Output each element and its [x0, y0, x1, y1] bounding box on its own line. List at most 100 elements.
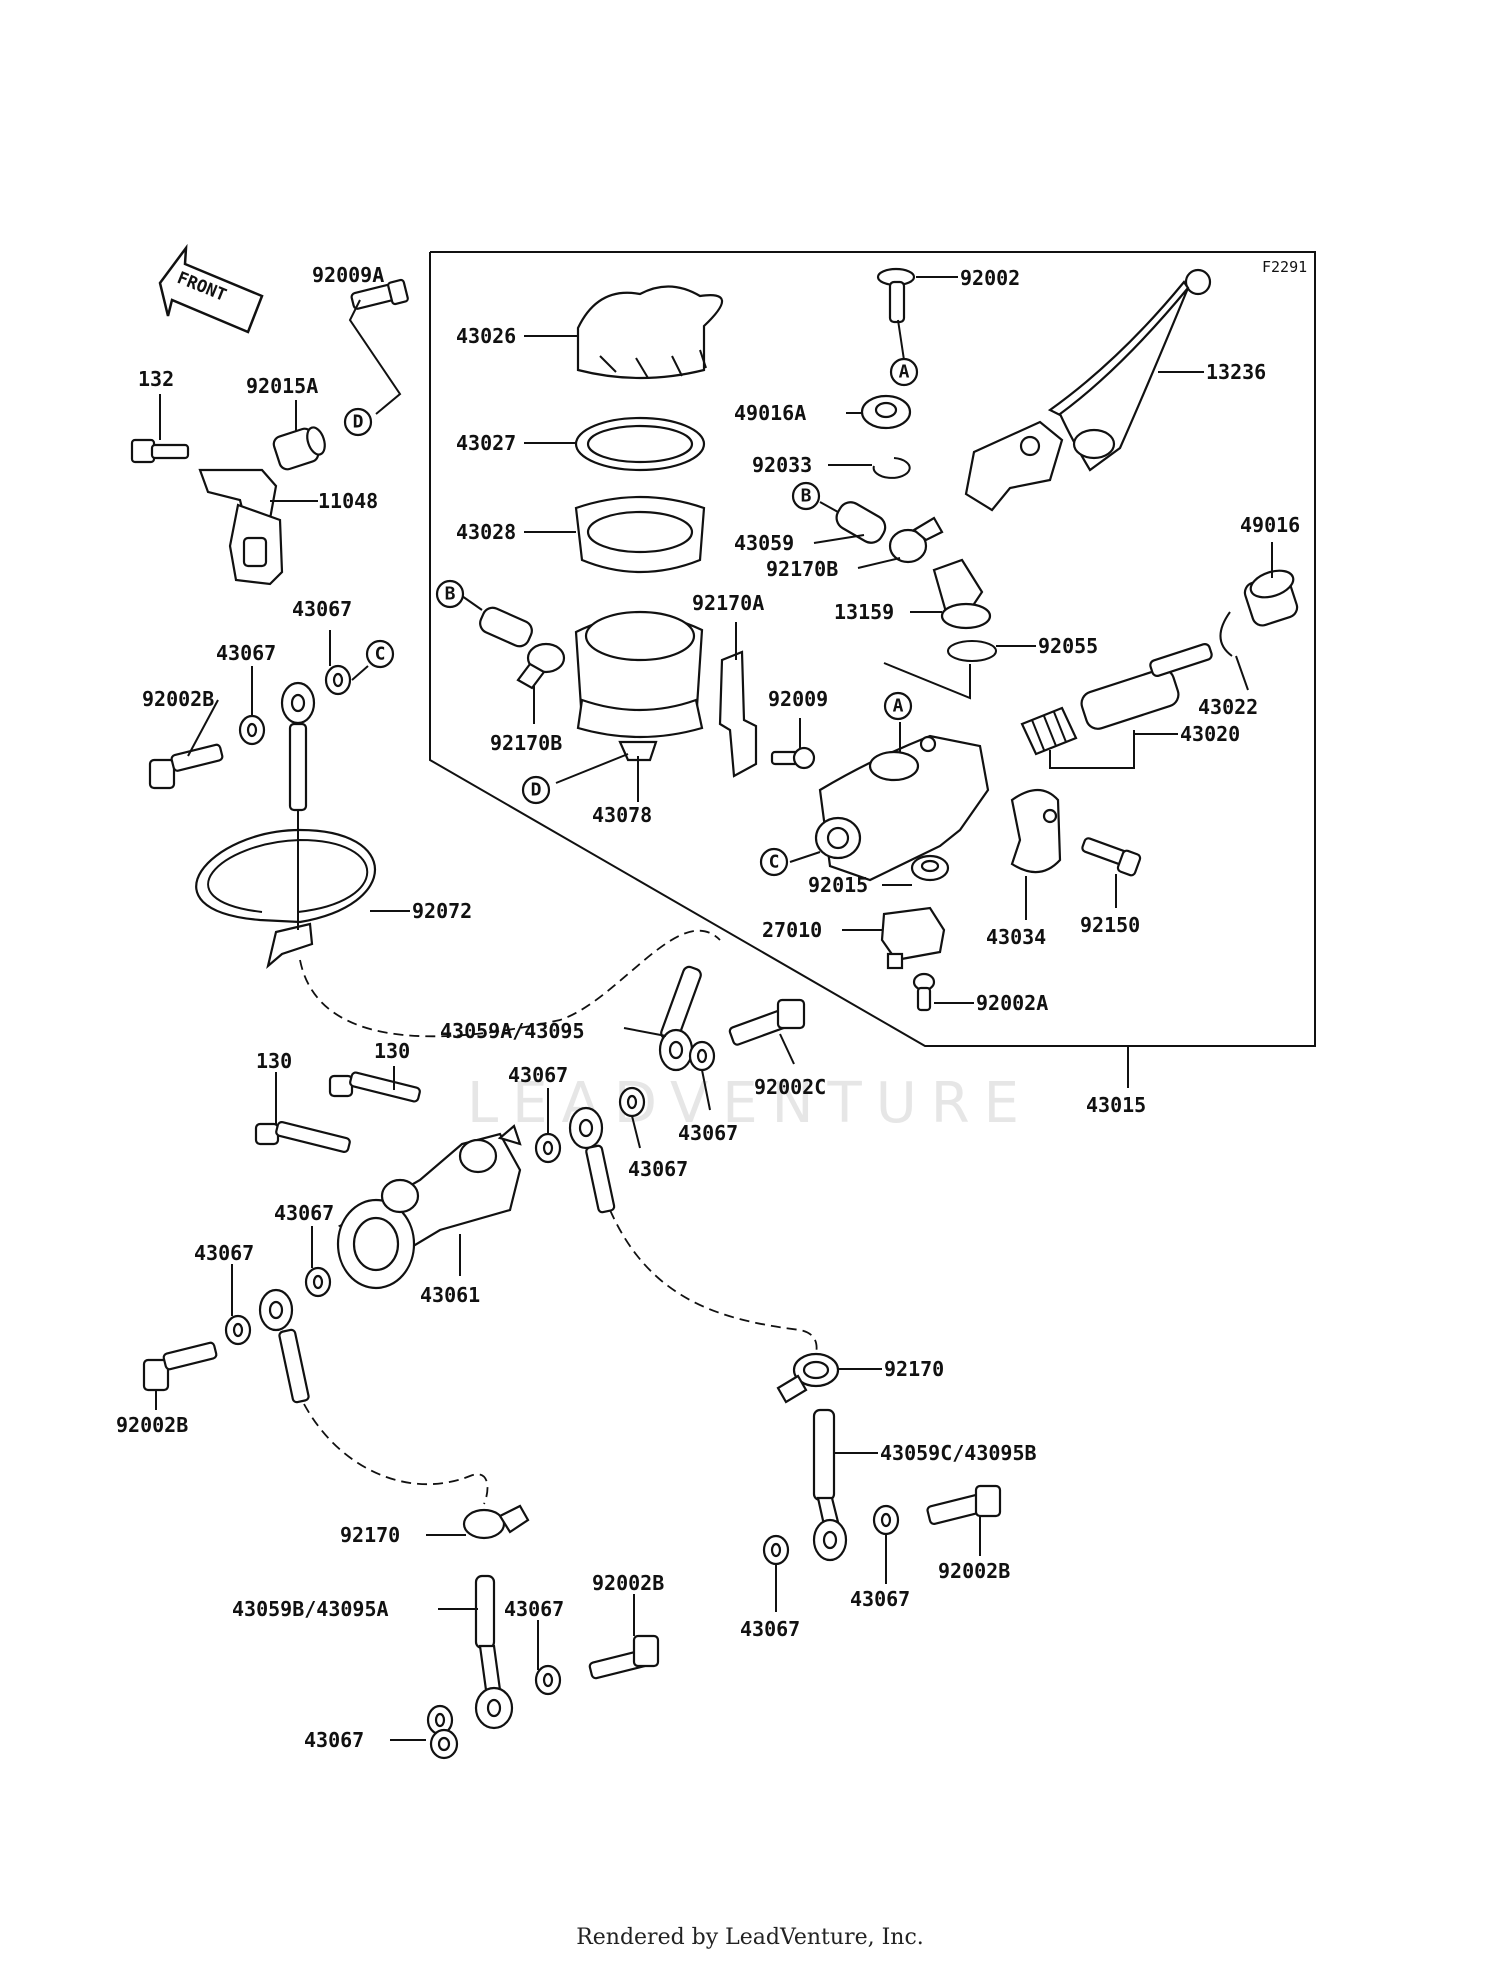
washer-43067-mid — [534, 1132, 562, 1164]
o-ring-92055-drawing — [947, 640, 997, 662]
label-49016A: 49016A — [734, 401, 806, 425]
hose-43059C-drawing — [812, 1408, 848, 1562]
label-49016: 49016 — [1240, 513, 1300, 537]
label-132: 132 — [138, 367, 174, 391]
label-43067-3: 43067 — [508, 1063, 568, 1087]
hose-routing-center — [609, 1209, 818, 1361]
washer-43067-bottom-b — [429, 1728, 459, 1760]
grommet-92015-drawing — [910, 854, 950, 882]
label-92055: 92055 — [1038, 634, 1098, 658]
label-92002B-3: 92002B — [938, 1559, 1010, 1583]
hose-43059A-drawing — [658, 965, 702, 1072]
ref-circle-D-top: D — [343, 407, 373, 437]
label-92015: 92015 — [808, 873, 868, 897]
label-43067-6: 43067 — [274, 1201, 334, 1225]
label-43015: 43015 — [1086, 1093, 1146, 1117]
label-27010: 27010 — [762, 918, 822, 942]
label-43028: 43028 — [456, 520, 516, 544]
label-130-1: 130 — [374, 1039, 410, 1063]
label-43067-7: 43067 — [194, 1241, 254, 1265]
assembly-boundary — [429, 251, 1316, 1047]
hose-routing-lower-left — [303, 1403, 489, 1505]
banjo-fitting-center — [568, 1106, 616, 1214]
ref-circle-B-right: B — [791, 481, 821, 511]
label-92002C: 92002C — [754, 1075, 826, 1099]
bushing-49016-drawing — [1243, 569, 1299, 627]
label-92170B-1: 92170B — [490, 731, 562, 755]
clamp-92170B-left — [516, 642, 566, 690]
bolt-92002B-right — [926, 1484, 1002, 1525]
washer-43067-right-a — [688, 1040, 716, 1072]
ref-circle-A-top: A — [889, 357, 919, 387]
ref-circle-B-left: B — [435, 579, 465, 609]
bolt-130-b-drawing — [254, 1121, 351, 1153]
label-92033: 92033 — [752, 453, 812, 477]
svg-text:B: B — [445, 584, 456, 605]
reservoir-body-43078-drawing — [574, 610, 704, 762]
circlip-92033-drawing — [872, 457, 911, 479]
svg-text:A: A — [893, 696, 904, 717]
diaphragm-plate-43027-drawing — [574, 416, 706, 472]
label-92002B-4: 92002B — [592, 1571, 664, 1595]
leader-92002C — [779, 1033, 795, 1065]
leader-43067-d — [631, 1115, 641, 1149]
bolt-92150-drawing — [1081, 837, 1142, 877]
clip-43022-drawing — [1219, 611, 1233, 657]
leader-92170B-right — [857, 557, 901, 569]
label-43061: 43061 — [420, 1283, 480, 1307]
washer-43067-bottom-c — [534, 1664, 562, 1696]
banjo-fitting-left-lower — [258, 1288, 310, 1404]
ref-circle-C-left: C — [365, 639, 395, 669]
label-43022: 43022 — [1198, 695, 1258, 719]
label-92009: 92009 — [768, 687, 828, 711]
label-43067-11: 43067 — [304, 1728, 364, 1752]
label-92002B-1: 92002B — [142, 687, 214, 711]
watermark: LEADVENTURE — [467, 1071, 1033, 1136]
bushing-92015A-drawing — [272, 426, 326, 471]
label-92015A: 92015A — [246, 374, 318, 398]
ref-circle-C-body: C — [759, 847, 789, 877]
leader-43020-bracket — [1049, 730, 1135, 769]
leader-92002B-a — [187, 699, 219, 757]
footer-credit: Rendered by LeadVenture, Inc. — [576, 1925, 924, 1950]
cable-strap-92072-drawing — [195, 828, 376, 970]
washer-43067-right-b — [618, 1086, 646, 1118]
label-43067-9: 43067 — [850, 1587, 910, 1611]
bolt-92002B-bottom — [588, 1634, 660, 1680]
bolt-132-drawing — [130, 438, 190, 464]
label-92009A: 92009A — [312, 263, 384, 287]
leader-43059A — [623, 1027, 667, 1037]
label-92002: 92002 — [960, 266, 1020, 290]
label-43059B-43095A: 43059B/43095A — [232, 1597, 389, 1621]
hose-routing-upper — [299, 929, 721, 1038]
sleeve-B-left — [479, 606, 533, 648]
switch-27010-drawing — [880, 906, 946, 970]
front-arrow-icon: FRONT — [158, 243, 264, 334]
reservoir-cap-43026-drawing — [576, 285, 724, 380]
label-92002B-2: 92002B — [116, 1413, 188, 1437]
slave-cylinder-43061-drawing — [336, 1124, 522, 1290]
label-92170-2: 92170 — [340, 1523, 400, 1547]
ref-circle-A-body: A — [883, 691, 913, 721]
svg-text:D: D — [353, 412, 364, 433]
washer-43067-right-d — [872, 1504, 900, 1536]
ref-circle-D-reservoir: D — [521, 775, 551, 805]
piston-43020-drawing — [1020, 643, 1213, 756]
leader-43059 — [813, 534, 865, 544]
leader-C-left — [351, 665, 369, 681]
leader-D-reservoir — [555, 753, 629, 784]
washer-43067-bottom-a — [426, 1704, 454, 1736]
label-92170A: 92170A — [692, 591, 764, 615]
bolt-130-a-drawing — [328, 1071, 421, 1103]
fitting-13159-drawing — [932, 558, 992, 630]
leader-43022 — [1235, 655, 1249, 691]
leader-B-right — [819, 501, 839, 513]
label-43067-5: 43067 — [628, 1157, 688, 1181]
clamp-92170-lower-left — [462, 1504, 530, 1540]
figure-code: F2291 — [1262, 258, 1307, 276]
master-cylinder-body-drawing — [814, 734, 990, 882]
washer-43067-lower-a — [304, 1266, 332, 1298]
label-92150: 92150 — [1080, 913, 1140, 937]
label-130-2: 130 — [256, 1049, 292, 1073]
